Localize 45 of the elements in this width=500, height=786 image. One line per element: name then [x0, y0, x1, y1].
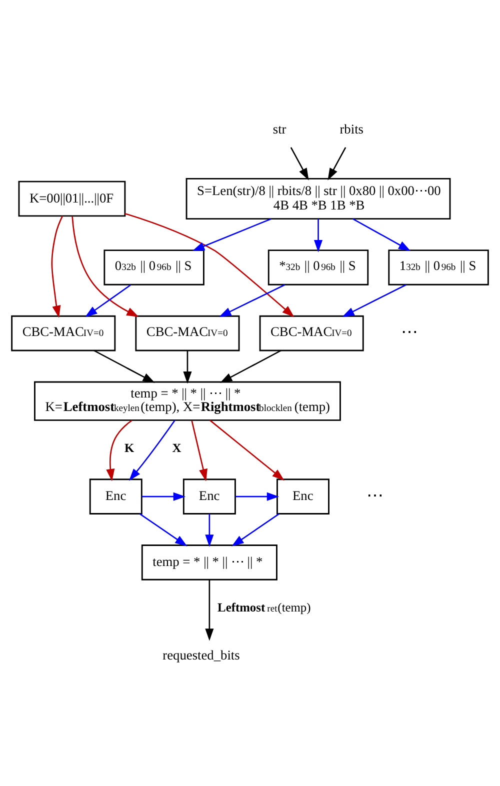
- arrow: [124, 212, 294, 318]
- arrow: [314, 219, 323, 252]
- edge-label: X: [172, 441, 182, 456]
- arrow: [352, 218, 411, 252]
- node-box: CBC-MACIV=0: [135, 315, 240, 352]
- label: ⋯: [366, 486, 384, 505]
- arrow: [192, 218, 272, 251]
- node-box: temp = * || * || ⋯ || * K=Leftmostkeylen(temp), X=Rightmostblocklen(temp): [34, 381, 341, 421]
- arrow: [290, 147, 309, 180]
- arrow: [191, 420, 208, 482]
- arrow: [205, 580, 214, 641]
- arrow: [94, 350, 155, 383]
- node-box: Enc: [276, 478, 330, 514]
- node-box: CBC-MACIV=0: [11, 315, 116, 352]
- label: ⋯: [400, 322, 418, 342]
- arrow: [218, 284, 286, 317]
- arrow: [235, 492, 280, 501]
- arrow: [232, 513, 280, 546]
- arrow: [205, 514, 214, 547]
- node-box: CBC-MACIV=0: [259, 315, 364, 352]
- arrow: [220, 350, 282, 383]
- node-box: S=Len(str)/8 || rbits/8 || str || 0x80 || 0x00⋯00 4B 4B *B 1B *B: [186, 178, 451, 220]
- arrow: [128, 420, 176, 481]
- arrow: [342, 284, 406, 318]
- arrow: [142, 492, 186, 501]
- arrow: [85, 284, 132, 318]
- arrow: [328, 147, 346, 180]
- node-box: K=00||01||...||0F: [18, 180, 126, 217]
- arrow: [51, 216, 64, 318]
- node-box: 032b || 096b || S: [104, 250, 204, 286]
- node-box: 132b || 096b || S: [388, 250, 489, 286]
- arrow: [183, 350, 192, 384]
- node-box: Enc: [89, 478, 142, 514]
- node-box: temp = * || * || ⋯ || *: [141, 544, 278, 580]
- node-text: requested_bits: [162, 648, 240, 663]
- arrow: [106, 420, 132, 482]
- node-box: Enc: [182, 478, 236, 514]
- arrow: [210, 420, 284, 481]
- node-text: str: [272, 122, 286, 137]
- edge-label: K: [124, 441, 134, 456]
- edge-label: Leftmostret(temp): [218, 600, 311, 615]
- arrow: [72, 216, 139, 317]
- node-box: *32b || 096b || S: [268, 250, 369, 286]
- arrow: [139, 513, 188, 546]
- node-text: rbits: [340, 122, 364, 137]
